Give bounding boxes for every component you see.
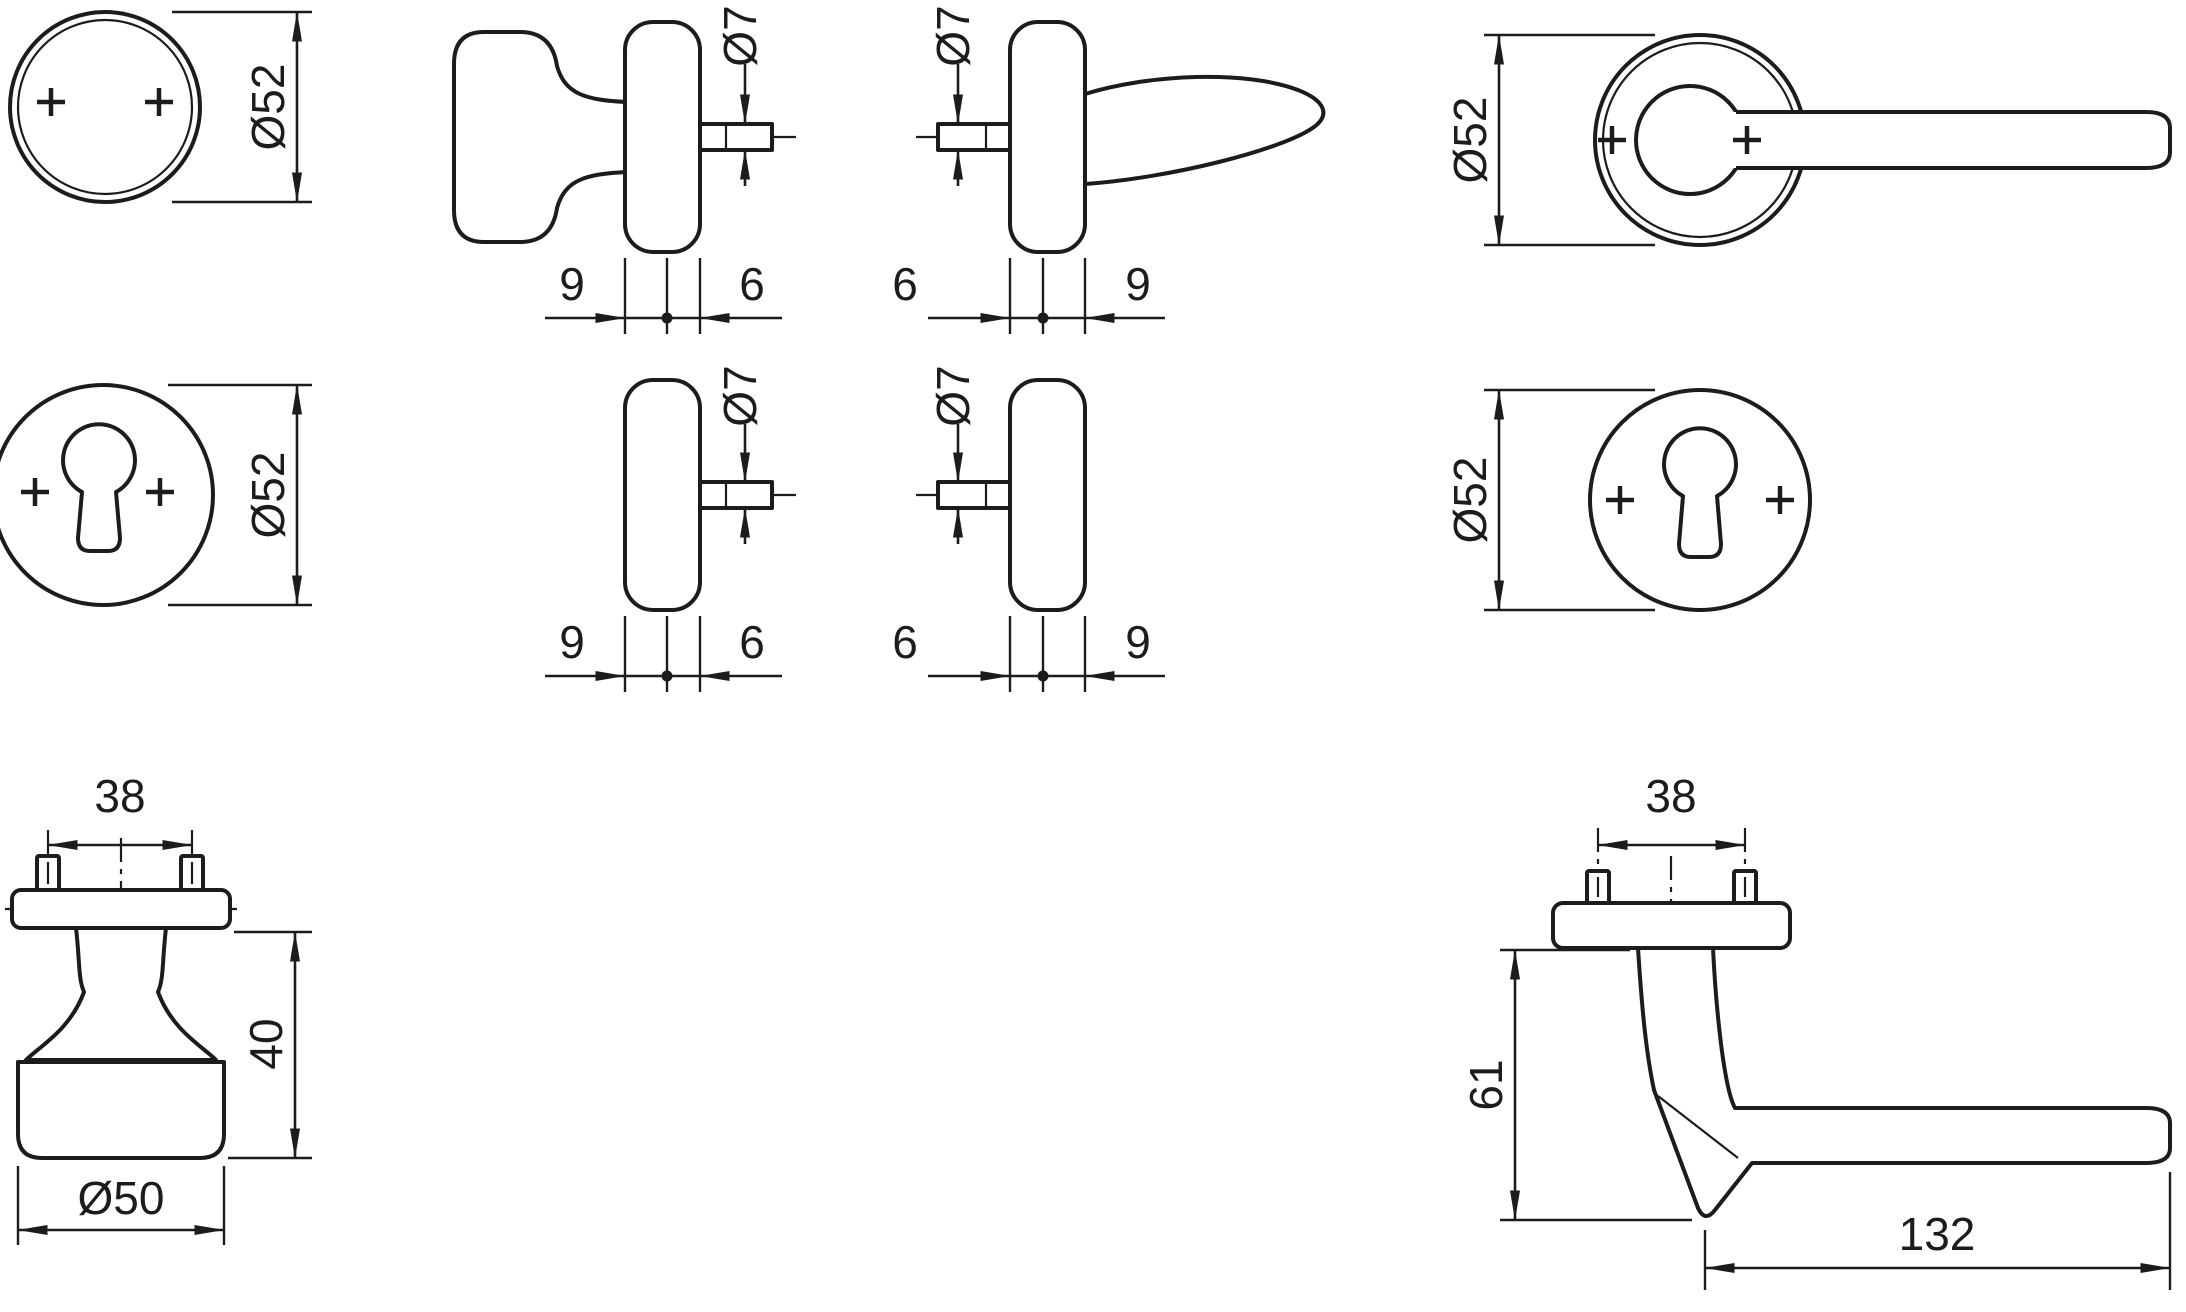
- dim-label-rose-cyl-right-diameter: Ø52: [1444, 457, 1496, 544]
- rose-plate-edge: [10, 888, 232, 930]
- dim-label-roseleft-spindle: Ø7: [714, 365, 766, 426]
- lever-miter-line: [1657, 1095, 1739, 1159]
- rose-profile: [623, 20, 702, 254]
- dim-roseright-depths: 6 9: [892, 616, 1165, 692]
- dim-label-knobrose-front: 9: [559, 258, 585, 310]
- rose-plate-edge: [1551, 901, 1792, 950]
- view-rose-cylinder-front-right: Ø52: [1444, 388, 1812, 612]
- screw-cross-icon: [37, 88, 65, 116]
- dim-label-rose-blank-diameter: Ø52: [242, 64, 294, 151]
- dim-label-lever-screw-spacing: 38: [1645, 770, 1696, 822]
- view-rose-blank-front: Ø52: [8, 10, 312, 204]
- euro-cylinder-keyhole: [1662, 426, 1738, 559]
- view-lever-elevation: 38 61 132: [1460, 770, 2172, 1290]
- rose-inner-rim: [16, 18, 194, 196]
- dim-knob-base-diameter: Ø50: [16, 1166, 226, 1245]
- dim-label-rose-cyl-left-diameter: Ø52: [242, 452, 294, 539]
- dim-lever-screw-spacing: 38: [1597, 770, 1746, 850]
- dim-label-roseright-spindle: Ø7: [927, 365, 979, 426]
- view-knob-rose-profile: Ø7 9 6: [452, 5, 798, 334]
- dim-label-knobrose-back: 6: [739, 258, 765, 310]
- dim-leverrose-spindle: Ø7: [927, 5, 979, 186]
- euro-cylinder-keyhole: [61, 422, 137, 553]
- knob-base: [16, 1060, 226, 1160]
- dim-label-knob-screw-spacing: 38: [94, 770, 145, 822]
- dim-label-knob-base-diameter: Ø50: [78, 1172, 165, 1224]
- dim-label-lever-grip-length: 132: [1899, 1208, 1976, 1260]
- rose-profile: [1008, 378, 1087, 612]
- view-lever-rose-profile: Ø7 6 9: [892, 5, 1326, 334]
- dim-label-leverrose-front: 9: [1125, 258, 1151, 310]
- dim-label-leverrose-spindle: Ø7: [927, 5, 979, 66]
- dim-label-leverrose-back: 6: [892, 258, 918, 310]
- dim-lever-front-diameter: Ø52: [1444, 33, 1655, 247]
- lever-body: [1636, 946, 2172, 1218]
- screw-slots: [1596, 877, 1747, 897]
- dim-label-lever-front-diameter: Ø52: [1444, 97, 1496, 184]
- dim-label-knob-height: 40: [240, 1018, 292, 1069]
- spindle: [698, 480, 774, 510]
- dim-label-lever-height: 61: [1460, 1059, 1512, 1110]
- dim-roseleft-depths: 9 6: [545, 616, 782, 692]
- view-rose-profile-left: Ø7 9 6: [545, 365, 798, 692]
- dim-knobrose-depths: 9 6: [545, 258, 782, 334]
- screw-cross-icon: [145, 88, 173, 116]
- screw-cross-icon: [1766, 486, 1794, 514]
- dim-knob-height: 40: [228, 930, 312, 1160]
- spindle: [698, 122, 774, 152]
- view-lever-front: Ø52: [1444, 33, 2172, 247]
- dim-knob-screw-spacing: 38: [47, 770, 193, 850]
- screw-cross-icon: [146, 478, 174, 506]
- dim-rose-cyl-left-diameter: Ø52: [168, 383, 312, 607]
- dim-label-roseleft-back: 6: [739, 616, 765, 668]
- dim-rose-cyl-right-diameter: Ø52: [1444, 388, 1655, 612]
- dim-lever-grip-length: 132: [1703, 1172, 2172, 1290]
- dim-roseleft-spindle: Ø7: [714, 365, 766, 544]
- dim-rose-blank-diameter: Ø52: [172, 10, 312, 204]
- lever-grip-profile: [1083, 74, 1326, 186]
- screw-cross-icon: [1606, 486, 1634, 514]
- view-rose-profile-right: Ø7 6 9: [892, 365, 1165, 692]
- lever-bar-fill: [1690, 112, 2170, 168]
- knob-neck: [24, 926, 218, 1062]
- rose-profile: [1008, 20, 1087, 254]
- view-knob-elevation: 38 40 Ø50: [5, 770, 312, 1245]
- knob-head-profile: [452, 30, 629, 244]
- screw-cross-icon: [1733, 126, 1761, 154]
- rose-profile: [623, 378, 702, 612]
- view-rose-cylinder-front-left: Ø52: [0, 383, 312, 607]
- dim-lever-height: 61: [1460, 948, 1692, 1222]
- dim-label-roseleft-front: 9: [559, 616, 585, 668]
- screw-cross-icon: [1598, 126, 1626, 154]
- spindle: [936, 480, 1012, 510]
- lever-bar: [1736, 110, 2172, 170]
- screw-cross-icon: [21, 478, 49, 506]
- dim-label-roseright-back: 6: [892, 616, 918, 668]
- screw-slots: [46, 862, 194, 884]
- dim-label-knobrose-spindle: Ø7: [714, 5, 766, 66]
- dim-leverrose-depths: 6 9: [892, 258, 1165, 334]
- dim-label-roseright-front: 9: [1125, 616, 1151, 668]
- spindle: [936, 122, 1012, 152]
- dim-knobrose-spindle: Ø7: [714, 5, 766, 186]
- dim-roseright-spindle: Ø7: [927, 365, 979, 544]
- rose-outer-circle: [8, 10, 202, 204]
